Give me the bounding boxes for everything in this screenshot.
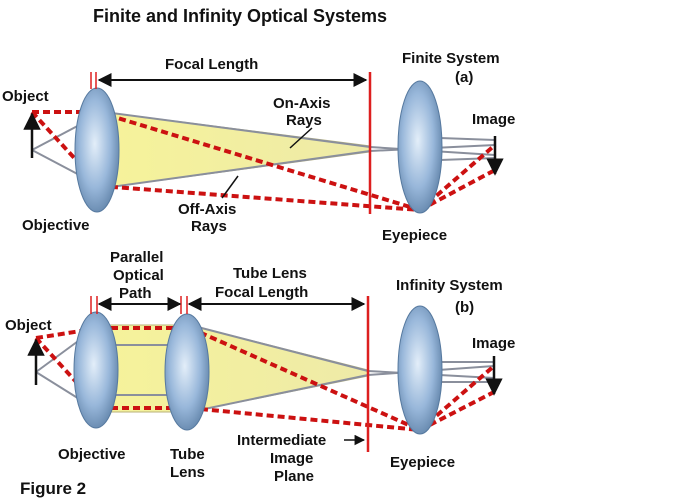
tube-lens-focal-label-line2: Focal Length: [215, 284, 308, 301]
infinity-system-letter: (b): [455, 299, 474, 316]
infinity-objective-lens: [73, 311, 119, 429]
finite-objective-lens: [74, 87, 120, 213]
intermediate-plane-label-line2: Image: [270, 450, 313, 467]
parallel-path-label-line2: Optical: [113, 267, 164, 284]
off-axis-rays-label-line2: Rays: [191, 218, 227, 235]
intermediate-plane-label-line1: Intermediate: [237, 432, 326, 449]
infinity-eyepiece-lens: [397, 305, 443, 435]
tube-lens: [164, 313, 210, 431]
tube-lens-focal-label-line1: Tube Lens: [233, 265, 307, 282]
parallel-path-label-line3: Path: [119, 285, 152, 302]
tube-lens-label-line2: Lens: [170, 464, 205, 481]
infinity-image-label: Image: [472, 335, 515, 352]
infinity-system-label: Infinity System: [396, 277, 503, 294]
on-axis-rays-label-line1: On-Axis: [273, 95, 331, 112]
infinity-eyepiece-label: Eyepiece: [390, 454, 455, 471]
infinity-objective-label: Objective: [58, 446, 126, 463]
finite-system-label: Finite System: [402, 50, 500, 67]
diagram-title: Finite and Infinity Optical Systems: [93, 6, 387, 26]
finite-objective-label: Objective: [22, 217, 90, 234]
infinity-off-axis-rays: [34, 326, 496, 432]
finite-image-label: Image: [472, 111, 515, 128]
on-axis-pointer: [289, 127, 313, 149]
finite-eyepiece-lens: [397, 80, 443, 214]
focal-length-label: Focal Length: [165, 56, 258, 73]
infinity-system-panel: Parallel Optical Path Tube Lens Focal Le…: [5, 249, 515, 485]
finite-object-label: Object: [2, 88, 49, 105]
finite-system-letter: (a): [455, 69, 473, 86]
figure-label: Figure 2: [20, 479, 86, 498]
intermediate-plane-label-line3: Plane: [274, 468, 314, 485]
off-axis-pointer: [221, 175, 239, 199]
finite-eyepiece-label: Eyepiece: [382, 227, 447, 244]
tube-lens-label-line1: Tube: [170, 446, 205, 463]
on-axis-rays-label-line2: Rays: [286, 112, 322, 129]
infinity-object-label: Object: [5, 317, 52, 334]
off-axis-rays-label-line1: Off-Axis: [178, 201, 236, 218]
parallel-path-label-line1: Parallel: [110, 249, 163, 266]
finite-system-panel: Focal Length Object Objective On-Axis Ra…: [2, 50, 515, 244]
infinity-ray-cone: [99, 324, 369, 413]
